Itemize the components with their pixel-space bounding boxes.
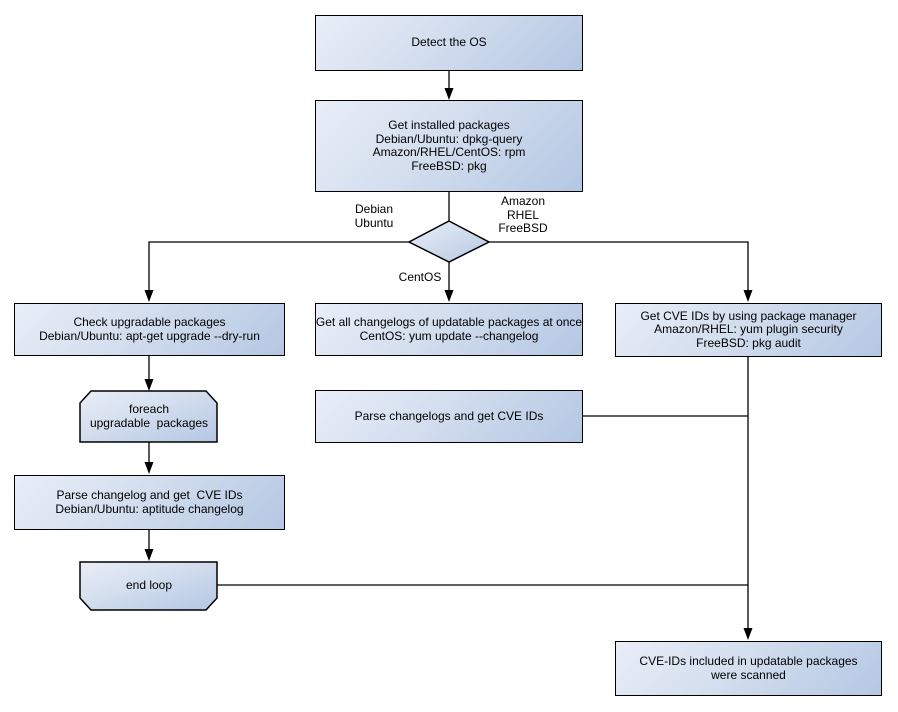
edge-label-amazon-rhel-freebsd: Amazon RHEL FreeBSD — [473, 194, 573, 236]
edge-label-text: RHEL — [506, 207, 539, 222]
arrowhead — [743, 628, 753, 640]
edge-label-text: Debian — [354, 202, 394, 216]
arrowhead — [144, 549, 154, 561]
node-text: CVE-IDs included in updatable packages — [639, 654, 858, 668]
node-cve-ids-scanned: CVE-IDs included in updatable packages w… — [615, 641, 882, 696]
node-check-upgradable-packages: Check upgradable packages Debian/Ubuntu:… — [14, 303, 285, 356]
node-text: Parse changelogs and get CVE IDs — [354, 408, 544, 423]
node-text: CentOS: yum update --changelog — [359, 328, 539, 343]
edge-label-text: Ubuntu — [354, 215, 394, 230]
arrowhead — [743, 290, 753, 302]
node-text: Get CVE IDs by using package manager — [640, 308, 857, 323]
node-parse-changelogs-cve: Parse changelogs and get CVE IDs — [315, 390, 583, 443]
node-text: FreeBSD: pkg — [411, 158, 487, 173]
edge-label-debian-ubuntu: Debian Ubuntu — [324, 202, 424, 230]
edge-label-text: Amazon — [500, 194, 546, 208]
edge-decision-to-check-upgradable — [148, 241, 409, 292]
node-detect-os: Detect the OS — [315, 15, 583, 71]
node-text: Get all changelogs of updatable packages… — [315, 315, 583, 329]
node-text: were scanned — [711, 667, 786, 682]
loop-start-foreach: foreach upgradable packages — [80, 391, 218, 442]
node-text: foreach — [128, 402, 170, 416]
node-text: Debian/Ubuntu: dpkg-query — [375, 131, 523, 146]
edge-label-centos: CentOS — [370, 270, 470, 285]
node-text: Get installed packages — [388, 118, 510, 132]
arrowhead — [444, 88, 454, 100]
edge-decision-to-get-cve-ids — [489, 241, 749, 292]
node-text: FreeBSD: pkg audit — [696, 335, 801, 350]
loop-end-shape — [79, 561, 218, 611]
node-text: upgradable packages — [89, 415, 209, 430]
node-text: Amazon/RHEL/CentOS: rpm — [372, 145, 526, 159]
node-get-all-changelogs-centos: Get all changelogs of updatable packages… — [315, 303, 583, 356]
arrowhead — [144, 290, 154, 302]
edge-label-text: FreeBSD — [498, 221, 548, 235]
loop-end: end loop — [80, 562, 218, 610]
node-text: Amazon/RHEL: yum plugin security — [654, 322, 843, 337]
node-text: Check upgradable packages — [73, 315, 226, 329]
arrowhead — [144, 379, 154, 391]
node-text: Debian/Ubuntu: apt-get upgrade --dry-run — [39, 328, 260, 343]
arrowhead — [144, 462, 154, 474]
loop-start-shape — [79, 390, 218, 443]
node-text: end loop — [125, 578, 173, 593]
node-get-installed-packages: Get installed packages Debian/Ubuntu: dp… — [315, 100, 583, 192]
node-text: Parse changelog and get CVE IDs — [56, 488, 243, 502]
edge-label-text: CentOS — [398, 270, 442, 284]
node-get-cve-ids-package-manager: Get CVE IDs by using package manager Ama… — [615, 303, 882, 357]
node-text: Debian/Ubuntu: aptitude changelog — [55, 501, 244, 516]
arrowhead — [444, 290, 454, 302]
node-parse-changelog-debian: Parse changelog and get CVE IDs Debian/U… — [14, 475, 285, 530]
node-text: Detect the OS — [411, 35, 487, 50]
